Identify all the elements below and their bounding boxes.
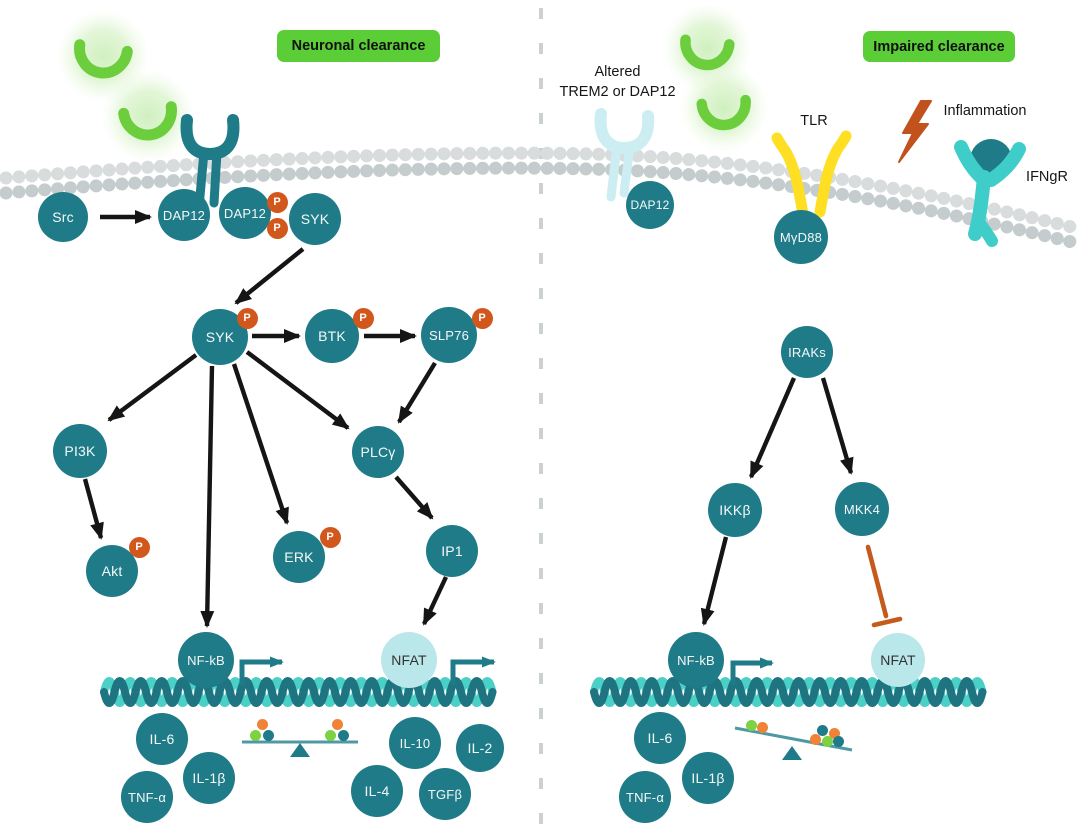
- label-altered-trem2: Altered TREM2 or DAP12: [540, 63, 695, 102]
- phospho-badge: P: [266, 191, 288, 213]
- phospho-badge: P: [128, 536, 150, 558]
- node-src: Src: [38, 192, 88, 242]
- balance-dot-green: [249, 729, 261, 741]
- arrow-iraks-ikkb: [748, 377, 797, 479]
- phospho-badge: P: [471, 307, 493, 329]
- node-iraks: IRAKs: [781, 326, 833, 378]
- node-dap12-r: DAP12: [626, 181, 674, 229]
- arrow-iraks-mkk4: [820, 377, 854, 475]
- dna-strand-dark: [590, 677, 987, 707]
- label-ifngr: IFNgR: [1026, 169, 1068, 185]
- balance-dot-orange: [828, 727, 840, 739]
- label-altered-line1: Altered: [594, 64, 641, 80]
- transcription-arrow-nfkb-right: [730, 657, 774, 685]
- arrow-slp76-plcgamma: [397, 361, 437, 424]
- banner-neuronal-clearance: Neuronal clearance: [277, 30, 440, 62]
- node-nfkb: NF-kB: [178, 632, 234, 688]
- arrow-ip1-nfat: [422, 576, 448, 626]
- phospho-badge: P: [352, 307, 374, 329]
- node-erk: ERK: [273, 531, 325, 583]
- label-altered-line2: TREM2 or DAP12: [559, 83, 676, 100]
- balance-fulcrum: [290, 743, 310, 757]
- node-il10: IL-10: [389, 717, 441, 769]
- node-ikkb: IKKβ: [708, 483, 762, 537]
- balance-dot-orange: [256, 718, 268, 730]
- balance-dot-teal: [816, 724, 828, 736]
- transcription-arrow-nfat-left: [450, 656, 496, 685]
- node-syk-top: SYK: [289, 193, 341, 245]
- node-il2: IL-2: [456, 724, 504, 772]
- node-il1b-r: IL-1β: [682, 752, 734, 804]
- node-slp76: SLP76: [421, 307, 477, 363]
- node-dap12-b: DAP12: [219, 187, 271, 239]
- node-myd88: MγD88: [774, 210, 828, 264]
- amyloid-arc-icon: [74, 39, 133, 79]
- banner-impaired-clearance: Impaired clearance: [863, 31, 1015, 62]
- balance-dot-green: [745, 719, 757, 731]
- signal-arrows: [82, 210, 854, 628]
- label-inflammation: Inflammation: [943, 103, 1027, 119]
- amyloid-blobs-left: [57, 10, 194, 162]
- cytokine-balance-left: [242, 740, 358, 757]
- transcription-arrow-nfkb-left: [239, 656, 284, 685]
- node-il4: IL-4: [351, 765, 403, 817]
- ifngr-receptor: [954, 139, 1026, 247]
- amyloid-arc-icon: [680, 34, 735, 71]
- arrow-syk-pi3k: [107, 353, 198, 422]
- node-nfkb-r: NF-kB: [668, 632, 724, 688]
- node-pi3k: PI3K: [53, 424, 107, 478]
- node-il6: IL-6: [136, 713, 188, 765]
- inhibition-mkk4-nfat: [865, 544, 903, 628]
- cytokine-balance-right: [734, 726, 853, 760]
- amyloid-glow: [102, 70, 194, 162]
- dna-helix: [100, 677, 987, 707]
- node-il1b: IL-1β: [183, 752, 235, 804]
- node-tnfa-r: TNF-α: [619, 771, 671, 823]
- amyloid-glow: [680, 64, 768, 152]
- node-mkk4: MKK4: [835, 482, 889, 536]
- node-tgfb: TGFβ: [419, 768, 471, 820]
- amyloid-arc-icon: [696, 94, 751, 131]
- arrow-ikkb-nfkb: [700, 536, 729, 626]
- balance-dot-teal: [337, 729, 349, 741]
- node-dap12-a: DAP12: [158, 189, 210, 241]
- node-nfat-r: NFAT: [871, 633, 925, 687]
- node-syk: SYK: [192, 309, 248, 365]
- balance-dot-teal: [262, 729, 274, 741]
- arrow-plcgamma-ip1: [394, 475, 434, 520]
- balance-dot-orange: [331, 718, 343, 730]
- balance-dot-green: [324, 729, 336, 741]
- label-tlr: TLR: [800, 113, 828, 129]
- balance-dot-teal: [832, 735, 844, 747]
- amyloid-arc-icon: [118, 101, 177, 141]
- arrow-syk-membrane-syk: [234, 247, 305, 305]
- phospho-badge: P: [319, 526, 341, 548]
- arrow-syk-nfkb: [200, 365, 215, 628]
- node-nfat: NFAT: [381, 632, 437, 688]
- node-akt: Akt: [86, 545, 138, 597]
- phospho-badge: P: [266, 217, 288, 239]
- balance-dot-orange: [756, 721, 768, 733]
- balance-dot-green: [821, 735, 833, 747]
- arrow-syk-erk: [231, 363, 290, 525]
- node-btk: BTK: [305, 309, 359, 363]
- phospho-badge: P: [236, 307, 258, 329]
- arrow-pi3k-akt: [82, 478, 104, 540]
- altered-trem2-receptor: [594, 108, 655, 202]
- arrow-syk-plcgamma: [245, 350, 350, 430]
- dna-strand-dark: [100, 677, 497, 707]
- inflammation-bolt-icon: [898, 100, 932, 163]
- balance-dot-orange: [809, 733, 821, 745]
- node-plc-gamma: PLCγ: [352, 426, 404, 478]
- tlr-receptor: [771, 130, 852, 220]
- node-tnfa: TNF-α: [121, 771, 173, 823]
- node-il6-r: IL-6: [634, 712, 686, 764]
- balance-fulcrum: [782, 746, 802, 760]
- amyloid-blobs-right: [663, 4, 768, 152]
- node-ip1: IP1: [426, 525, 478, 577]
